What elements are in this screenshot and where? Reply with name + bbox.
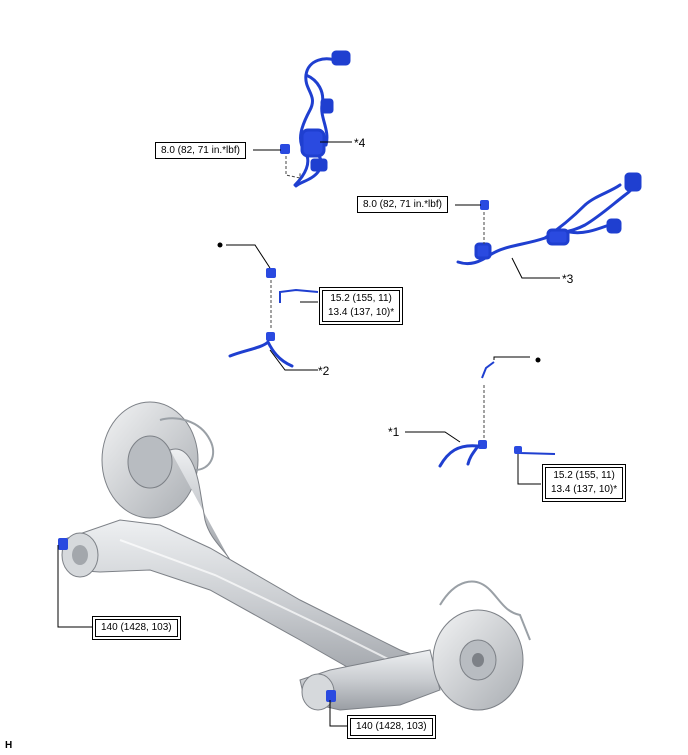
bolt-upper-sensor bbox=[280, 144, 290, 154]
rear-axle-beam bbox=[61, 401, 531, 711]
torque-text: 8.0 (82, 71 in.*lbf) bbox=[161, 145, 240, 156]
torque-text: 15.2 (155, 11) bbox=[553, 470, 615, 481]
dashed-line-upper bbox=[285, 156, 301, 179]
brake-line-right bbox=[438, 361, 556, 468]
callout-1: *1 bbox=[388, 425, 400, 439]
torque-label-right-sensor: 8.0 (82, 71 in.*lbf) bbox=[357, 196, 448, 213]
torque-label-beam-left: 140 (1428, 103) bbox=[92, 616, 181, 640]
torque-text-alt: 13.4 (137, 10)* bbox=[328, 307, 395, 318]
leader-lines bbox=[57, 141, 560, 727]
torque-text: 140 (1428, 103) bbox=[101, 622, 172, 633]
torque-label-upper-sensor: 8.0 (82, 71 in.*lbf) bbox=[155, 142, 246, 159]
bolt-beam-left bbox=[58, 538, 68, 550]
torque-label-right-line: 15.2 (155, 11) 13.4 (137, 10)* bbox=[541, 464, 627, 502]
torque-text: 15.2 (155, 11) bbox=[330, 293, 392, 304]
speed-sensor-harness-upper bbox=[293, 50, 351, 188]
torque-label-left-line: 15.2 (155, 11) 13.4 (137, 10)* bbox=[318, 287, 404, 325]
bolt-beam-right bbox=[326, 690, 336, 702]
corner-label: H bbox=[5, 740, 13, 751]
speed-sensor-harness-right bbox=[456, 172, 642, 266]
callout-3: *3 bbox=[562, 272, 574, 286]
torque-text: 140 (1428, 103) bbox=[356, 721, 427, 732]
bolt-right-sensor bbox=[480, 200, 489, 210]
callout-4: *4 bbox=[354, 136, 366, 150]
reuse-mark-left bbox=[217, 242, 223, 248]
torque-label-beam-right: 140 (1428, 103) bbox=[347, 715, 436, 739]
reuse-mark-right bbox=[535, 357, 541, 363]
callout-2: *2 bbox=[318, 364, 330, 378]
torque-text-alt: 13.4 (137, 10)* bbox=[551, 484, 618, 495]
torque-text: 8.0 (82, 71 in.*lbf) bbox=[363, 199, 442, 210]
brake-line-left bbox=[228, 268, 319, 368]
